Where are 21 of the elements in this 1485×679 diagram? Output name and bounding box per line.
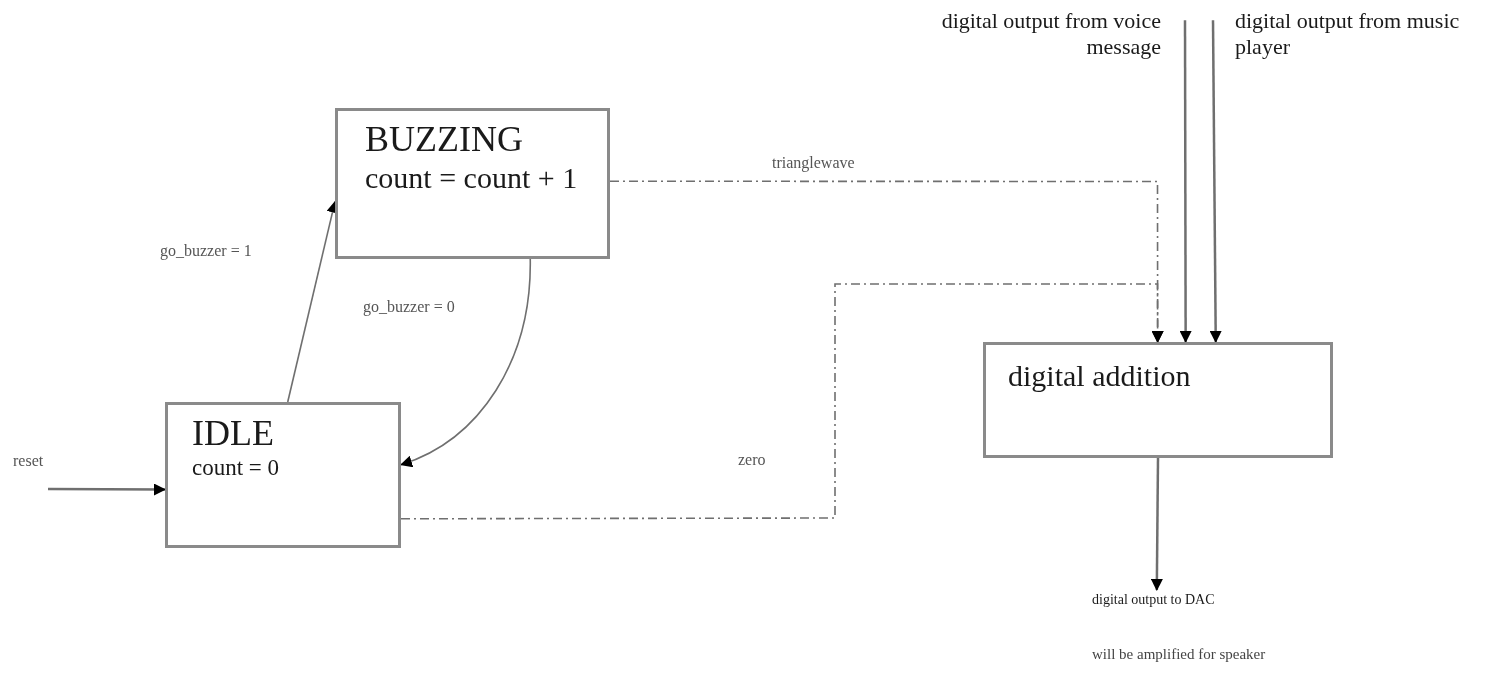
- dash-dot-arrow: [400, 283, 1164, 520]
- signal-label: digital output from voice message: [940, 8, 1161, 61]
- arrow: [1179, 20, 1192, 343]
- arrow: [48, 483, 166, 496]
- process-box: [983, 342, 1333, 458]
- state-title: BUZZING: [365, 119, 523, 161]
- arrow: [1209, 20, 1222, 343]
- signal-label: digital output from music player: [1235, 8, 1461, 61]
- state-action: count = 0: [192, 454, 280, 482]
- state-title: IDLE: [192, 413, 274, 455]
- edge-label: trianglewave: [770, 154, 857, 172]
- process-box: [335, 108, 610, 259]
- state-action: count = count + 1: [365, 160, 578, 197]
- process-box: [165, 402, 401, 548]
- arrow: [1150, 458, 1163, 591]
- process-label: digital addition: [1008, 359, 1191, 394]
- note-text: will be amplified for speaker: [1092, 646, 1266, 663]
- arrow: [400, 258, 532, 467]
- signal-label: digital output to DAC: [1092, 592, 1216, 609]
- edge-label: go_buzzer = 1: [158, 242, 254, 260]
- edge-label: go_buzzer = 0: [361, 298, 457, 316]
